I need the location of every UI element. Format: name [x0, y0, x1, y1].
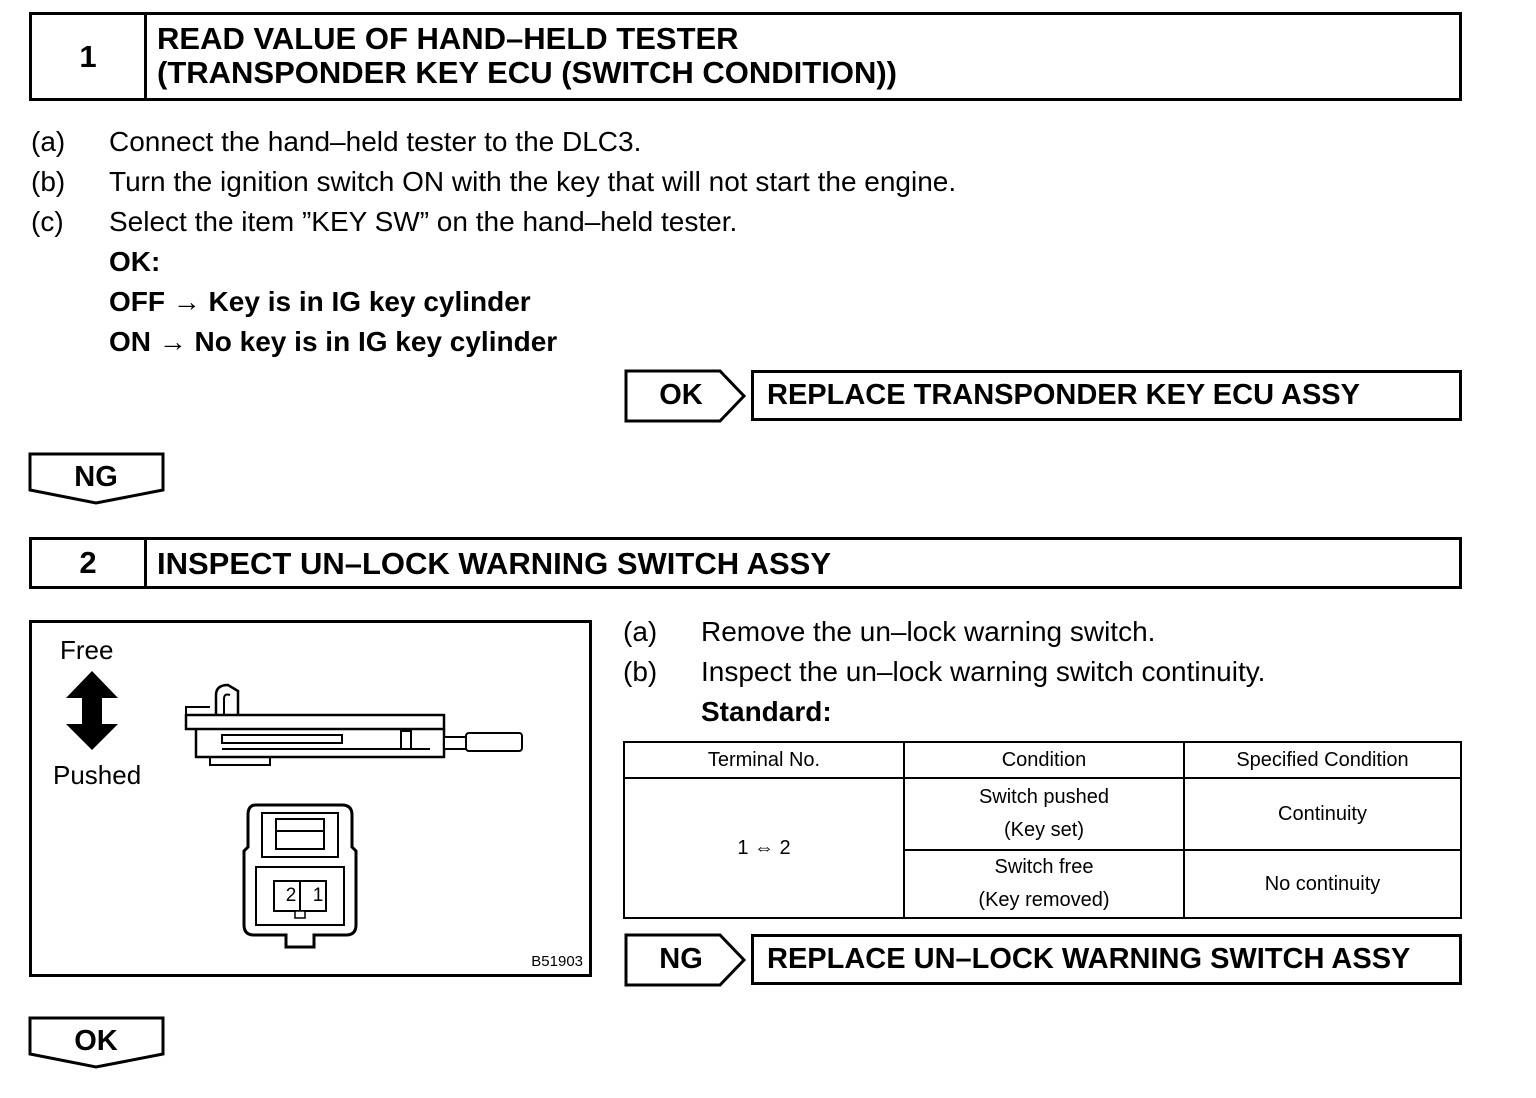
ok-branch-label: OK — [74, 1025, 118, 1057]
header-specified: Specified Condition — [1183, 741, 1462, 779]
step1-ok-line-1: OFF → Key is in IG key cylinder — [109, 286, 531, 317]
step2-result-text: REPLACE UN–LOCK WARNING SWITCH ASSY — [767, 943, 1411, 975]
step1-item-a-label: (a) — [31, 126, 66, 157]
step1-result-tag: OK — [659, 379, 703, 411]
step2-result-tag: NG — [659, 943, 703, 975]
table-header-row: Terminal No. Condition Specified Conditi… — [623, 741, 1462, 779]
step1-result-text: REPLACE TRANSPONDER KEY ECU ASSY — [767, 379, 1360, 411]
step1-number: 1 — [32, 15, 147, 98]
step2-result-box: REPLACE UN–LOCK WARNING SWITCH ASSY — [751, 934, 1462, 985]
figure-code: B51903 — [531, 953, 583, 970]
step1-item-b: (b) Turn the ignition switch ON with the… — [31, 162, 1131, 202]
step1-result-box: REPLACE TRANSPONDER KEY ECU ASSY — [751, 370, 1462, 421]
step2-item-b: (b) Inspect the un–lock warning switch c… — [623, 652, 1443, 692]
step1-ok-heading: OK: — [109, 246, 161, 277]
header-terminal: Terminal No. — [623, 741, 905, 779]
figure-pushed-label: Pushed — [53, 760, 142, 790]
ng-branch-label: NG — [74, 461, 118, 493]
step2-item-b-label: (b) — [623, 656, 658, 687]
step2-item-a: (a) Remove the un–lock warning switch. — [623, 612, 1443, 652]
step1-header: 1 READ VALUE OF HAND–HELD TESTER (TRANSP… — [29, 12, 1462, 101]
step1-ok-line-2: ON → No key is in IG key cylinder — [109, 326, 558, 357]
switch-side-view-icon — [184, 683, 523, 766]
step1-title-line2: (TRANSPONDER KEY ECU (SWITCH CONDITION)) — [157, 55, 897, 90]
ok-branch-arrow — [28, 1016, 165, 1069]
condition-cell: Switch free (Key removed) — [903, 849, 1185, 919]
spec-table: Terminal No. Condition Specified Conditi… — [623, 741, 1462, 919]
table-row: 1 ⇔ 2 Switch pushed (Key set) Continuity — [623, 777, 1462, 919]
step1-result-tag-arrow — [624, 369, 747, 423]
condition-cell: Switch pushed (Key set) — [903, 777, 1185, 851]
step2-item-a-label: (a) — [623, 616, 658, 647]
step2-item-a-text: Remove the un–lock warning switch. — [701, 616, 1156, 647]
step2-result-tag-arrow — [624, 933, 747, 987]
step1-item-c-text: Select the item ”KEY SW” on the hand–hel… — [109, 206, 738, 237]
switch-figure: Free Pushed 2 1 B51903 — [29, 620, 592, 977]
specified-cell: Continuity — [1183, 777, 1462, 851]
terminal-cell: 1 ⇔ 2 — [623, 777, 905, 919]
step1-item-a: (a) Connect the hand–held tester to the … — [31, 122, 1131, 162]
header-condition: Condition — [903, 741, 1185, 779]
figure-free-label: Free — [60, 635, 114, 665]
table-row: Switch free (Key removed) No continuity — [624, 849, 1462, 919]
specified-cell: No continuity — [1183, 849, 1462, 919]
connector-pin-1: 1 — [312, 885, 324, 906]
step1-item-c: (c) Select the item ”KEY SW” on the hand… — [31, 202, 1131, 242]
step1-title-line1: READ VALUE OF HAND–HELD TESTER — [157, 21, 739, 56]
condition-line1: Switch free — [994, 856, 1094, 878]
step1-item-a-text: Connect the hand–held tester to the DLC3… — [109, 126, 642, 157]
step1-item-b-label: (b) — [31, 166, 66, 197]
step1-item-b-text: Turn the ignition switch ON with the key… — [109, 166, 957, 197]
connector-pin-2: 2 — [285, 885, 297, 906]
connector-front-view-icon — [242, 803, 358, 949]
step2-number: 2 — [32, 540, 147, 586]
standard-label: Standard: — [701, 696, 832, 727]
double-arrow-icon — [66, 671, 118, 750]
ng-branch-arrow — [28, 452, 165, 505]
condition-line2: (Key set) — [1003, 819, 1085, 841]
condition-line1: Switch pushed — [978, 786, 1110, 808]
step2-title: INSPECT UN–LOCK WARNING SWITCH ASSY — [157, 546, 831, 581]
condition-line2: (Key removed) — [978, 889, 1110, 911]
step1-item-c-label: (c) — [31, 206, 64, 237]
step2-header: 2 INSPECT UN–LOCK WARNING SWITCH ASSY — [29, 537, 1462, 589]
step2-item-b-text: Inspect the un–lock warning switch conti… — [701, 656, 1266, 687]
